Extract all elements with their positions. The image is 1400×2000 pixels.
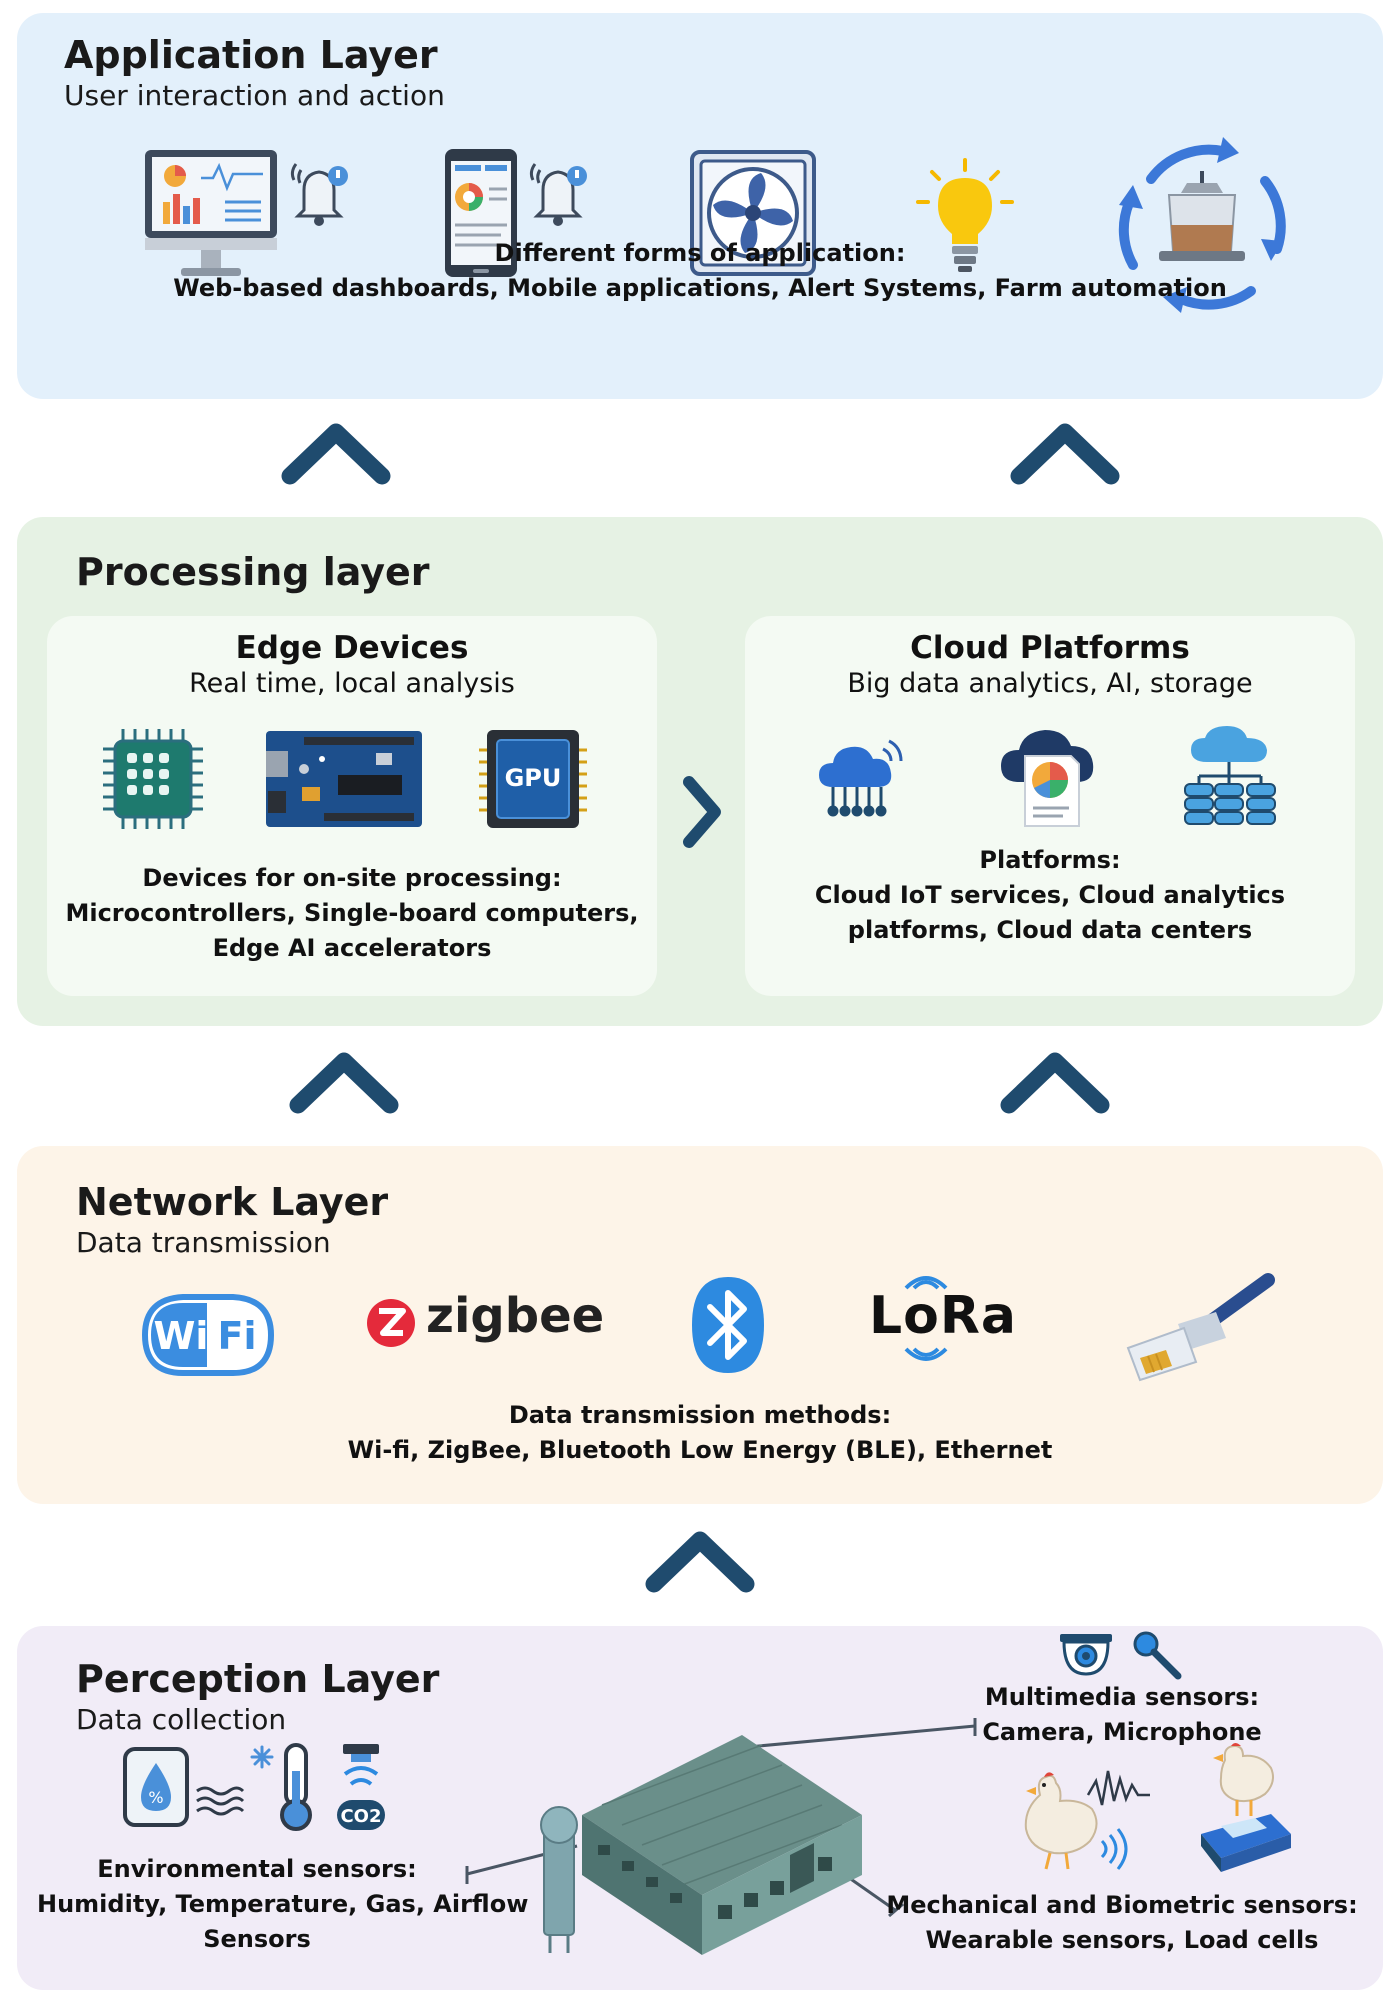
thermometer-icon	[250, 1743, 312, 1831]
env-desc-line1: Humidity, Temperature, Gas, Airflow	[37, 1890, 529, 1918]
cloud-platforms-description: Platforms: Cloud IoT services, Cloud ana…	[745, 843, 1355, 948]
multi-desc-heading: Multimedia sensors:	[984, 1683, 1260, 1711]
processing-layer-title: Processing layer	[76, 550, 430, 594]
cloud-desc-heading: Platforms:	[979, 846, 1121, 874]
mech-desc-heading: Mechanical and Biometric sensors:	[886, 1891, 1358, 1919]
edge-devices-card: Edge Devices Real time, local analysis	[47, 616, 657, 996]
application-desc-heading: Different forms of application:	[494, 239, 906, 267]
edge-devices-title: Edge Devices	[235, 630, 469, 666]
upward-arrow-icon	[1010, 423, 1120, 485]
perception-layer-panel: Perception Layer Data collection % CO2 E…	[17, 1626, 1383, 1990]
ethernet-cable-icon	[1126, 1273, 1275, 1382]
cloud-analytics-icon	[1001, 730, 1094, 827]
poultry-barn-icon	[540, 1735, 862, 1955]
gpu-chip-icon: GPU	[479, 730, 587, 828]
microphone-icon	[1133, 1631, 1182, 1680]
application-description: Different forms of application: Web-base…	[167, 236, 1233, 306]
lora-signal-bottom-icon	[904, 1347, 948, 1361]
network-layer-subtitle: Data transmission	[76, 1226, 331, 1259]
humidity-sensor-icon: %	[123, 1747, 245, 1827]
microcontroller-chip-icon	[103, 729, 203, 829]
single-board-computer-icon	[266, 731, 422, 827]
lora-logo-text: LoRa	[869, 1286, 1017, 1346]
cloud-iot-icon	[819, 739, 903, 817]
mech-desc-body: Wearable sensors, Load cells	[925, 1926, 1319, 1954]
upward-arrow-icon	[281, 423, 391, 485]
application-layer-panel: Application Layer User interaction and a…	[17, 13, 1383, 399]
cloud-data-center-icon	[1184, 726, 1276, 825]
env-desc-heading: Environmental sensors:	[97, 1855, 417, 1883]
network-desc-heading: Data transmission methods:	[508, 1401, 892, 1429]
feeder-automation-icon	[1118, 137, 1286, 313]
camera-icon	[1060, 1634, 1112, 1676]
application-layer-title: Application Layer	[64, 33, 438, 77]
light-bulb-icon	[916, 158, 1014, 272]
zigbee-logo-text: zigbee	[426, 1288, 605, 1344]
gpu-label: GPU	[505, 764, 562, 792]
wearable-sensor-chicken-icon	[1024, 1770, 1150, 1870]
edge-devices-description: Devices for on-site processing: Microcon…	[47, 861, 657, 966]
application-layer-subtitle: User interaction and action	[64, 79, 445, 112]
network-description: Data transmission methods: Wi-fi, ZigBee…	[167, 1398, 1233, 1468]
wifi-logo-text-a: Wi	[154, 1314, 209, 1358]
upward-arrow-icon	[289, 1052, 399, 1114]
lora-signal-top-icon	[904, 1276, 948, 1290]
cloud-desc-line2: platforms, Cloud data centers	[847, 916, 1253, 944]
network-desc-body: Wi-fi, ZigBee, Bluetooth Low Energy (BLE…	[347, 1436, 1053, 1464]
ventilation-fan-icon	[690, 150, 816, 276]
network-layer-panel: Network Layer Data transmission Wi Fi zi…	[17, 1146, 1383, 1504]
environmental-sensors-description: Environmental sensors: Humidity, Tempera…	[37, 1852, 529, 1957]
cloud-platforms-title: Cloud Platforms	[910, 630, 1190, 666]
load-cell-scale-icon	[1201, 1743, 1291, 1872]
right-arrow-icon	[683, 776, 721, 848]
edge-desc-heading: Devices for on-site processing:	[142, 864, 562, 892]
env-desc-line2: Sensors	[203, 1925, 311, 1953]
cloud-desc-line1: Cloud IoT services, Cloud analytics	[814, 881, 1286, 909]
upward-arrow-icon	[1000, 1052, 1110, 1114]
perception-layer-subtitle: Data collection	[76, 1703, 287, 1736]
cloud-platforms-subtitle: Big data analytics, AI, storage	[847, 668, 1253, 699]
desktop-dashboard-icon	[145, 150, 277, 276]
multimedia-sensors-description: Multimedia sensors: Camera, Microphone	[972, 1680, 1272, 1750]
svg-text:%: %	[148, 1788, 163, 1807]
multi-desc-body: Camera, Microphone	[982, 1718, 1262, 1746]
gas-sensor-icon: CO2	[337, 1744, 385, 1830]
application-desc-body: Web-based dashboards, Mobile application…	[173, 274, 1227, 302]
bell-icon	[290, 163, 348, 226]
mechanical-biometric-sensors-description: Mechanical and Biometric sensors: Wearab…	[872, 1888, 1372, 1958]
processing-layer-panel: Processing layer Edge Devices Real time,…	[17, 517, 1383, 1026]
zigbee-logo-icon	[367, 1299, 415, 1347]
perception-layer-title: Perception Layer	[76, 1657, 440, 1701]
edge-devices-subtitle: Real time, local analysis	[189, 668, 515, 699]
edge-desc-line1: Microcontrollers, Single-board computers…	[65, 899, 639, 927]
mobile-app-icon	[445, 149, 517, 277]
wifi-logo-icon: Wi Fi	[141, 1294, 275, 1376]
cloud-platforms-card: Cloud Platforms Big data analytics, AI, …	[745, 616, 1355, 996]
network-layer-title: Network Layer	[76, 1180, 389, 1224]
edge-desc-line2: Edge AI accelerators	[212, 934, 492, 962]
bluetooth-logo-icon	[692, 1277, 764, 1373]
co2-label: CO2	[340, 1806, 381, 1827]
upward-arrow-icon	[645, 1531, 755, 1593]
bell-icon	[529, 163, 587, 226]
wifi-logo-text-b: Fi	[218, 1314, 257, 1358]
